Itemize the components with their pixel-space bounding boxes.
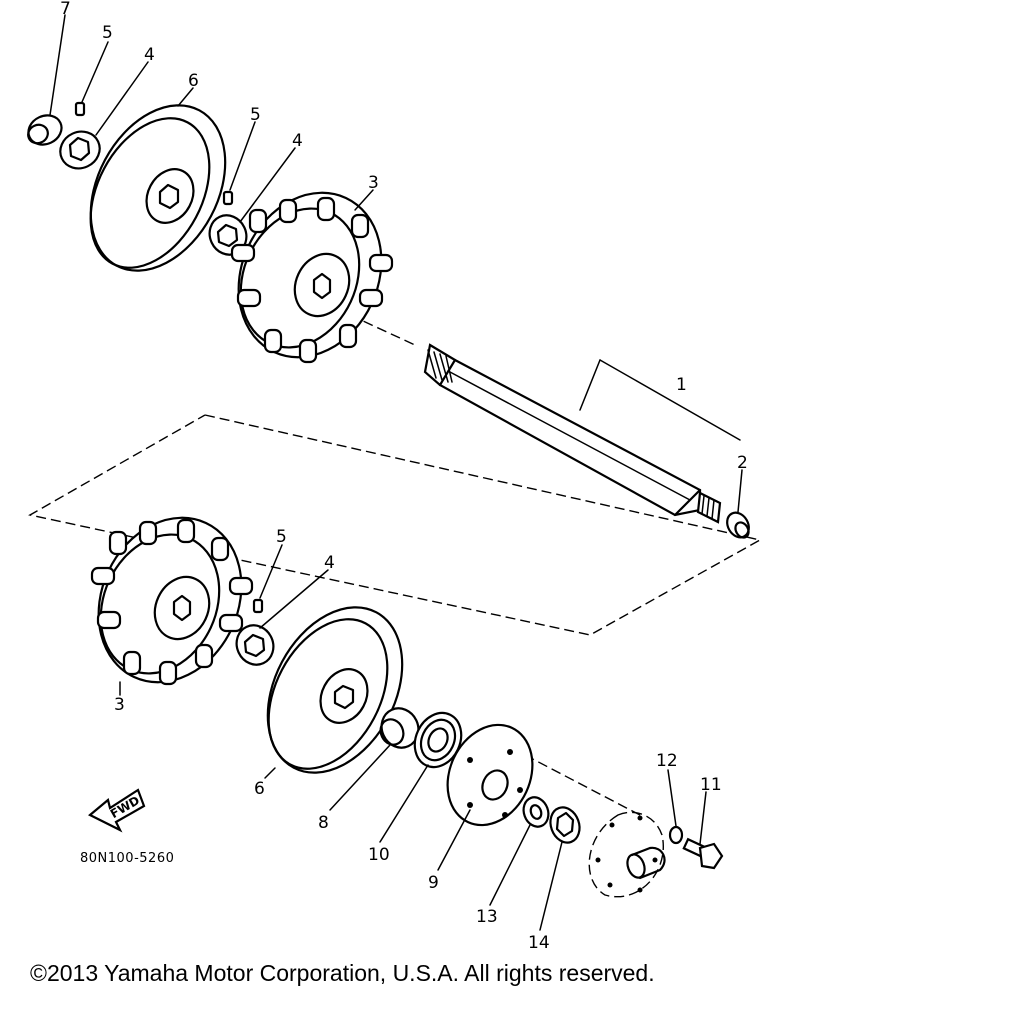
assembly-guide-lines — [28, 314, 762, 816]
part-11-bolt — [682, 837, 724, 870]
diagram-code: 80N100-5260 — [80, 851, 174, 866]
callout-5-mid: 5 — [250, 105, 261, 125]
part-12-lock-washer — [668, 825, 684, 845]
callout-6-top: 6 — [188, 71, 199, 91]
hub-outline — [588, 811, 666, 898]
part-3-sprocket-top — [230, 191, 394, 364]
part-1-shaft — [423, 343, 722, 524]
callout-5-top: 5 — [102, 23, 113, 43]
callout-11: 11 — [700, 775, 722, 795]
leader-lines — [49, 14, 743, 931]
part-10-bearing — [413, 711, 463, 769]
part-14-nut — [549, 806, 581, 844]
callout-2: 2 — [737, 453, 748, 473]
callout-3-top: 3 — [368, 173, 379, 193]
part-7-collar — [27, 114, 63, 146]
part-4-hex-collar-top — [59, 130, 101, 170]
callout-3-bottom: 3 — [114, 695, 125, 715]
callout-5-bottom: 5 — [276, 527, 287, 547]
part-4-hex-collar-bottom — [235, 624, 275, 666]
copyright-notice: ©2013 Yamaha Motor Corporation, U.S.A. A… — [30, 960, 655, 986]
callout-14: 14 — [528, 933, 550, 953]
callout-10: 10 — [368, 845, 390, 865]
callout-4-mid: 4 — [292, 131, 303, 151]
callout-numbers: 7 5 4 6 5 4 3 1 2 5 4 3 6 8 10 9 13 14 1… — [60, 0, 748, 953]
part-2-plug — [726, 511, 750, 539]
callout-4-bottom: 4 — [324, 553, 335, 573]
part-8-collar — [379, 707, 420, 749]
part-3-sprocket-bottom — [90, 516, 254, 686]
part-6-wheel-bottom — [266, 606, 404, 774]
part-9-flange-plate — [446, 723, 534, 827]
part-13-washer — [522, 796, 550, 828]
part-6-wheel-top — [89, 104, 227, 272]
callout-6-bottom: 6 — [254, 779, 265, 799]
part-5-set-screw-top — [74, 101, 86, 117]
callout-12: 12 — [656, 751, 678, 771]
forward-arrow-icon: FWD — [88, 788, 146, 833]
callout-1: 1 — [676, 375, 687, 395]
callout-13: 13 — [476, 907, 498, 927]
callout-7: 7 — [60, 0, 71, 19]
callout-9: 9 — [428, 873, 439, 893]
part-5-set-screw-mid — [222, 190, 234, 206]
part-5-set-screw-bottom — [252, 598, 264, 614]
callout-4-top: 4 — [144, 45, 155, 65]
callout-8: 8 — [318, 813, 329, 833]
